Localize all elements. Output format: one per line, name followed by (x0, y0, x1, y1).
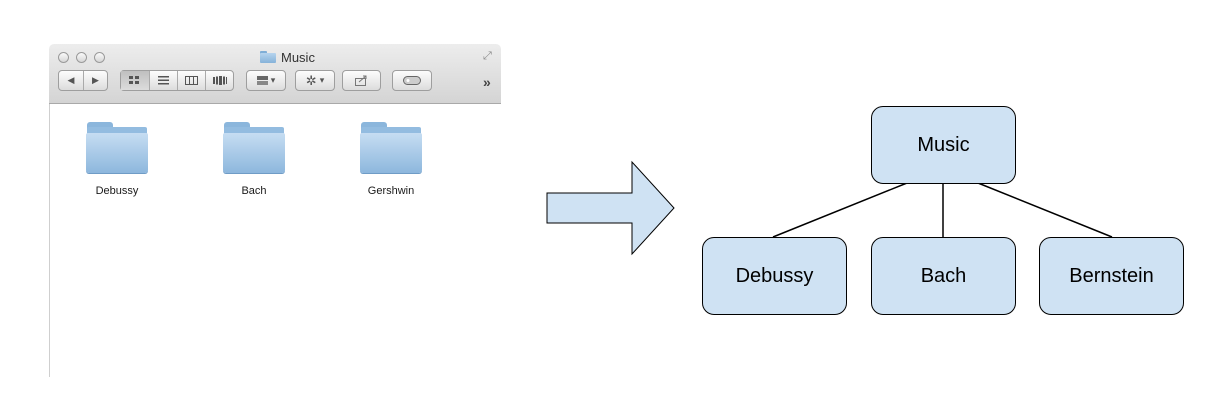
edge-music-debussy (772, 182, 908, 238)
folder-label: Gershwin (367, 185, 415, 197)
share-button[interactable] (342, 70, 381, 91)
tree-node-child: Bach (871, 237, 1016, 315)
label-button[interactable] (392, 70, 432, 91)
list-icon (157, 76, 169, 85)
folder-icon (223, 122, 285, 174)
folder-label: Bach (241, 185, 267, 197)
tree-node-child: Debussy (702, 237, 847, 315)
forward-button[interactable]: ▶ (92, 75, 99, 85)
close-window-button[interactable] (58, 52, 69, 63)
tree-node-root: Music (871, 106, 1016, 184)
folder-item[interactable]: Bach (214, 122, 294, 197)
window-title-label: Music (281, 49, 315, 65)
window-titlebar: Music ⤢ ◀ ▶ ▾ (49, 44, 501, 104)
coverflow-icon (212, 76, 227, 85)
minimize-window-button[interactable] (76, 52, 87, 63)
folder-icon (360, 122, 422, 174)
window-title: Music (260, 48, 315, 66)
folder-item[interactable]: Debussy (77, 122, 157, 197)
grid-icon (129, 76, 140, 84)
action-dropdown[interactable]: ✲ ▾ (296, 71, 334, 90)
list-view-button[interactable] (150, 71, 178, 90)
right-arrow-icon (546, 160, 675, 256)
zoom-window-button[interactable] (94, 52, 105, 63)
arrange-grid-icon (256, 76, 268, 85)
finder-window: Music ⤢ ◀ ▶ ▾ (49, 44, 502, 377)
label-icon (393, 71, 431, 90)
folder-icon (260, 51, 276, 63)
back-button[interactable]: ◀ (59, 71, 84, 90)
fullscreen-icon[interactable]: ⤢ (483, 50, 492, 62)
columns-icon (184, 76, 198, 85)
action-button[interactable]: ✲ ▾ (295, 70, 335, 91)
back-forward-control: ◀ ▶ (58, 70, 108, 91)
tree-node-child: Bernstein (1039, 237, 1184, 315)
arrange-dropdown[interactable]: ▾ (247, 71, 285, 90)
gear-icon: ✲ (305, 72, 317, 88)
coverflow-view-button[interactable] (206, 71, 233, 90)
column-view-button[interactable] (178, 71, 206, 90)
edge-music-bernstein (977, 182, 1113, 238)
share-icon (343, 71, 380, 90)
folder-item[interactable]: Gershwin (351, 122, 431, 197)
arrange-button[interactable]: ▾ (246, 70, 286, 91)
toolbar-overflow-icon[interactable]: » (483, 74, 491, 90)
chevron-down-icon: ▾ (270, 75, 276, 85)
folder-icon (86, 122, 148, 174)
icon-view-button[interactable] (121, 71, 150, 90)
finder-content: Debussy Bach Gershwin (49, 104, 502, 377)
folder-label: Debussy (95, 185, 139, 197)
chevron-down-icon: ▾ (319, 75, 325, 85)
view-mode-control (120, 70, 234, 91)
